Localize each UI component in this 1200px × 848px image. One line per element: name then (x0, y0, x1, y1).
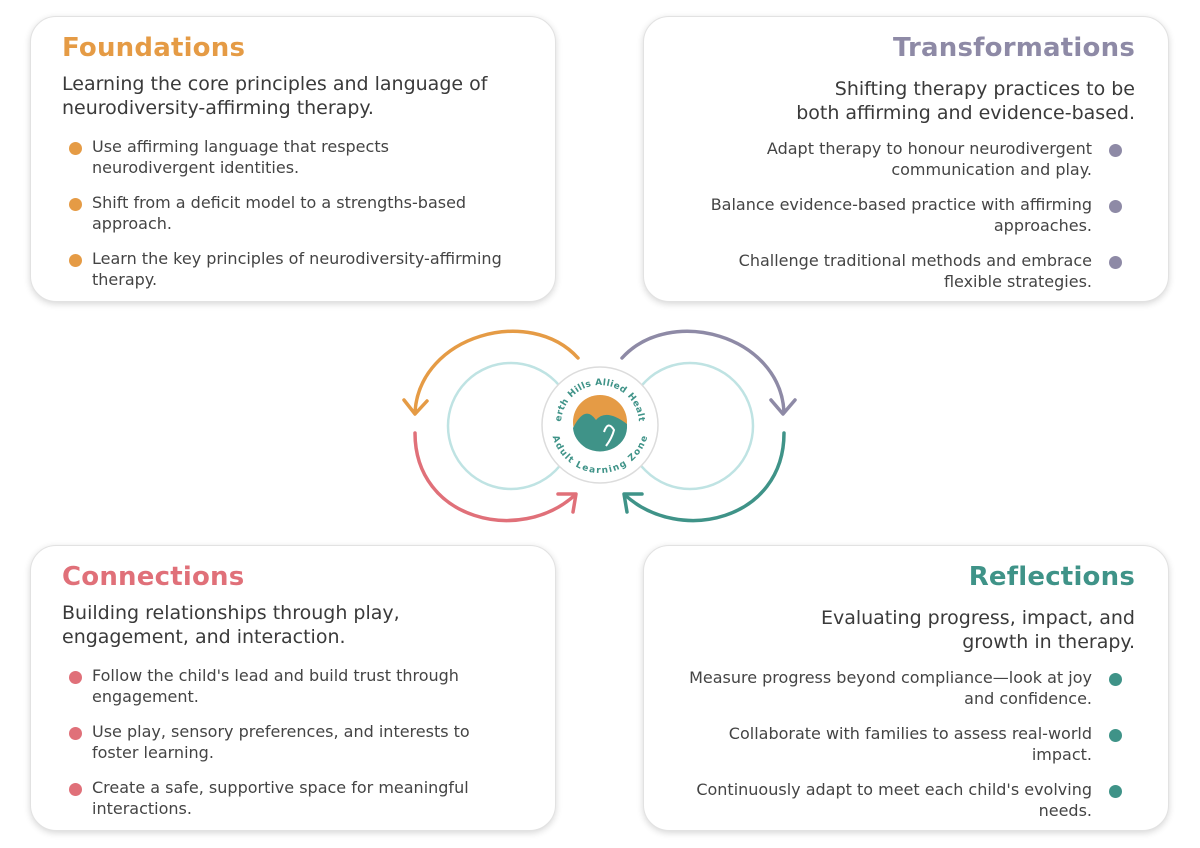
list-item-text: Use play, sensory preferences, and inter… (92, 722, 470, 762)
left-inner-ring (446, 361, 576, 491)
bullet-dot-icon (69, 727, 82, 740)
reflections-subtitle: Evaluating progress, impact, and growth … (820, 607, 1135, 653)
foundations-card: Foundations Learning the core principles… (30, 16, 556, 302)
hills-icon (573, 413, 628, 452)
list-item: Follow the child's lead and build trust … (69, 666, 509, 722)
list-item: Challenge traditional methods and embrac… (682, 251, 1122, 307)
reflections-arrow (623, 431, 786, 523)
transformations-arrowhead-icon (769, 398, 797, 416)
bullet-dot-icon (1109, 729, 1122, 742)
transformations-list: Adapt therapy to honour neurodivergent c… (682, 139, 1122, 307)
figure-icon (603, 424, 616, 447)
list-item-text: Continuously adapt to meet each child's … (696, 780, 1092, 820)
list-item-text: Use affirming language that respects neu… (92, 137, 389, 177)
foundations-arrow (413, 329, 580, 414)
foundations-title: Foundations (62, 33, 246, 63)
list-item: Use affirming language that respects neu… (69, 137, 509, 193)
connections-subtitle: Building relationships through play, eng… (62, 602, 400, 648)
bullet-dot-icon (69, 783, 82, 796)
reflections-arrowhead-icon (622, 492, 644, 514)
list-item-text: Measure progress beyond compliance—look … (689, 668, 1092, 708)
reflections-list: Measure progress beyond compliance—look … (682, 668, 1122, 836)
foundations-list: Use affirming language that respects neu… (69, 137, 509, 305)
bullet-dot-icon (1109, 256, 1122, 269)
bullet-dot-icon (1109, 144, 1122, 157)
bullet-dot-icon (1109, 200, 1122, 213)
list-item: Continuously adapt to meet each child's … (682, 780, 1122, 836)
list-item-text: Shift from a deficit model to a strength… (92, 193, 467, 233)
list-item-text: Challenge traditional methods and embrac… (738, 251, 1092, 291)
transformations-title: Transformations (892, 33, 1135, 63)
bullet-dot-icon (1109, 785, 1122, 798)
list-item: Create a safe, supportive space for mean… (69, 778, 509, 834)
bullet-dot-icon (1109, 673, 1122, 686)
transformations-subtitle: Shifting therapy practices to be both af… (796, 78, 1135, 124)
list-item: Collaborate with families to assess real… (682, 724, 1122, 780)
list-item: Shift from a deficit model to a strength… (69, 193, 509, 249)
right-inner-ring (625, 361, 755, 491)
transformations-card: Transformations Shifting therapy practic… (643, 16, 1169, 302)
list-item-text: Learn the key principles of neurodiversi… (92, 249, 502, 289)
list-item-text: Collaborate with families to assess real… (728, 724, 1092, 764)
foundations-arrowhead-icon (402, 398, 429, 416)
svg-text:Adult Learning Zone: Adult Learning Zone (550, 434, 651, 476)
connections-list: Follow the child's lead and build trust … (69, 666, 509, 834)
logo-bottom-text: Adult Learning Zone (550, 434, 650, 476)
bullet-dot-icon (69, 671, 82, 684)
list-item-text: Balance evidence-based practice with aff… (710, 195, 1092, 235)
foundations-subtitle: Learning the core principles and languag… (62, 73, 488, 119)
list-item: Use play, sensory preferences, and inter… (69, 722, 509, 778)
connections-title: Connections (62, 562, 245, 592)
connections-arrow (413, 431, 577, 523)
transformations-arrow (620, 329, 786, 414)
list-item-text: Adapt therapy to honour neurodivergent c… (766, 139, 1092, 179)
connections-arrowhead-icon (556, 492, 578, 514)
bullet-dot-icon (69, 142, 82, 155)
connections-card: Connections Building relationships throu… (30, 545, 556, 831)
list-item: Measure progress beyond compliance—look … (682, 668, 1122, 724)
reflections-card: Reflections Evaluating progress, impact,… (643, 545, 1169, 831)
bullet-dot-icon (69, 254, 82, 267)
reflections-title: Reflections (968, 562, 1135, 592)
list-item: Learn the key principles of neurodiversi… (69, 249, 509, 305)
list-item: Balance evidence-based practice with aff… (682, 195, 1122, 251)
bullet-dot-icon (69, 198, 82, 211)
list-item: Adapt therapy to honour neurodivergent c… (682, 139, 1122, 195)
list-item-text: Create a safe, supportive space for mean… (92, 778, 469, 818)
list-item-text: Follow the child's lead and build trust … (92, 666, 459, 706)
